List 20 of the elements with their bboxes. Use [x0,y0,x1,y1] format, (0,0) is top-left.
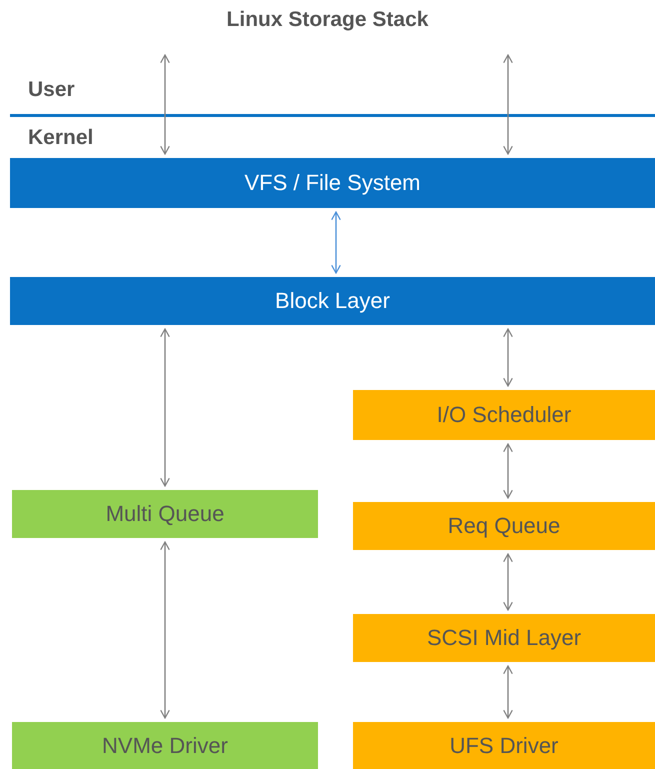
double-arrow [502,443,514,499]
layer-box: Req Queue [353,502,655,550]
double-arrow [160,54,170,155]
layer-box: SCSI Mid Layer [353,614,655,662]
layer-box: Multi Queue [12,490,318,538]
layer-box: I/O Scheduler [353,390,655,440]
layer-box: VFS / File System [10,158,655,208]
double-arrow [330,211,342,274]
layer-label: Kernel [28,126,94,150]
double-arrow [502,54,514,155]
layer-label: User [28,78,75,102]
double-arrow [502,665,514,719]
layer-box: NVMe Driver [12,722,318,769]
diagram-title: Linux Storage Stack [226,8,430,32]
double-arrow [160,541,170,719]
double-arrow [502,328,514,387]
layer-box: UFS Driver [353,722,655,769]
layer-box: Block Layer [10,277,655,325]
double-arrow [160,328,170,487]
double-arrow [502,553,514,611]
